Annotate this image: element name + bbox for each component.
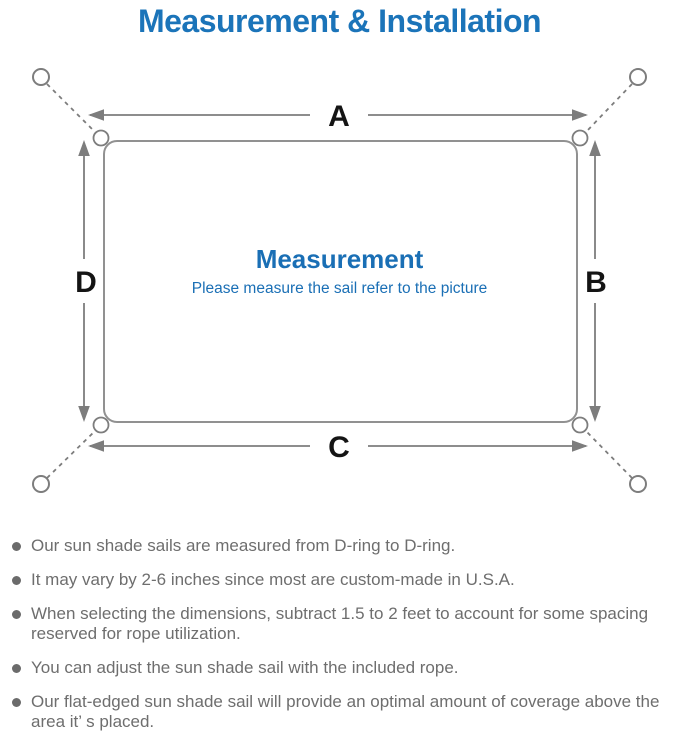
- mounting-ring-bottom-left: [32, 475, 50, 493]
- d-ring-bottom-left: [92, 416, 110, 434]
- rope-dashed-line-top-right: [584, 83, 633, 134]
- list-item: You can adjust the sun shade sail with t…: [10, 658, 673, 678]
- mounting-ring-top-left: [32, 68, 50, 86]
- shade-sail-outline: [103, 140, 578, 423]
- list-item: Our sun shade sails are measured from D-…: [10, 536, 673, 556]
- dimension-label-c: C: [328, 431, 350, 464]
- arrow-head-a-right: [572, 109, 588, 121]
- arrow-head-b-up: [589, 140, 601, 156]
- list-item: When selecting the dimensions, subtract …: [10, 604, 673, 644]
- mounting-ring-bottom-right: [629, 475, 647, 493]
- d-ring-top-right: [571, 129, 589, 147]
- rope-dashed-line-top-left: [46, 83, 97, 134]
- measurement-notes-list: Our sun shade sails are measured from D-…: [10, 536, 673, 739]
- arrow-head-d-up: [78, 140, 90, 156]
- bullet-dot-icon: [12, 610, 21, 619]
- dimension-label-a: A: [328, 100, 350, 133]
- note-text: Our flat-edged sun shade sail will provi…: [31, 692, 660, 731]
- d-ring-top-left: [92, 129, 110, 147]
- dimension-label-d: D: [75, 266, 97, 299]
- list-item: It may vary by 2-6 inches since most are…: [10, 570, 673, 590]
- d-ring-bottom-right: [571, 416, 589, 434]
- center-instruction-subheading: Please measure the sail refer to the pic…: [191, 280, 488, 297]
- arrow-head-b-down: [589, 406, 601, 422]
- mounting-ring-top-right: [629, 68, 647, 86]
- rope-dashed-line-bottom-left: [46, 429, 97, 479]
- note-text: It may vary by 2-6 inches since most are…: [31, 570, 515, 589]
- center-instruction-heading: Measurement: [255, 244, 424, 274]
- note-text: You can adjust the sun shade sail with t…: [31, 658, 459, 677]
- arrow-head-c-left: [88, 440, 104, 452]
- rope-dashed-line-bottom-right: [584, 429, 633, 479]
- dimension-label-b: B: [585, 266, 607, 299]
- bullet-dot-icon: [12, 698, 21, 707]
- note-text: Our sun shade sails are measured from D-…: [31, 536, 456, 555]
- arrow-head-a-left: [88, 109, 104, 121]
- arrow-head-c-right: [572, 440, 588, 452]
- list-item: Our flat-edged sun shade sail will provi…: [10, 692, 673, 732]
- center-instruction: Measurement Please measure the sail refe…: [0, 244, 679, 298]
- arrow-head-d-down: [78, 406, 90, 422]
- page-title: Measurement & Installation: [137, 3, 542, 39]
- note-text: When selecting the dimensions, subtract …: [31, 604, 649, 643]
- bullet-dot-icon: [12, 542, 21, 551]
- bullet-dot-icon: [12, 664, 21, 673]
- bullet-dot-icon: [12, 576, 21, 585]
